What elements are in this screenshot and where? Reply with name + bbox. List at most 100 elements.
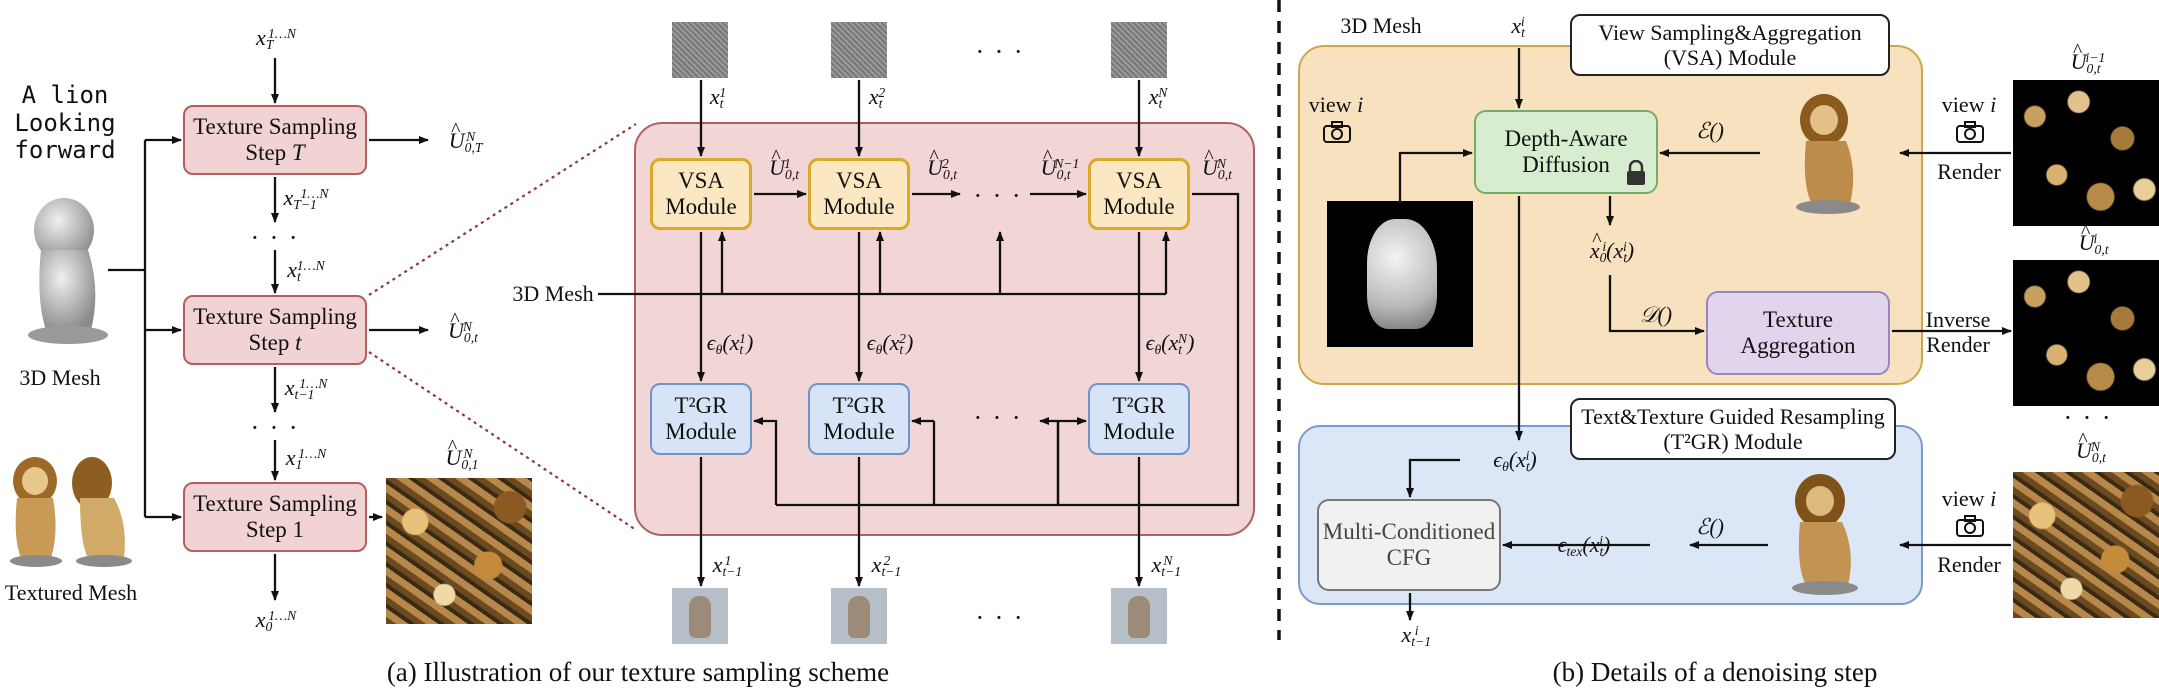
label-x-t-N-in: xtN [1148,84,1168,112]
step-t-var: t [295,330,302,355]
render-lion-bottom [1792,474,1858,595]
ellipsis-vsa: · · · [973,181,1023,210]
mesh-label: 3D Mesh [19,365,101,390]
ellipsis-bottom: · · · [975,603,1025,632]
label-eps-2: ϵθ(xt2) [866,330,914,358]
arrow-eps-cfg [1406,458,1460,498]
label-x-out-N: xt−1N [1151,552,1182,580]
label-U-2-mid: U0,t2 [927,146,957,182]
camera-icon-bottom [1956,515,1984,537]
step-t-line2: Step [248,330,296,355]
ellipsis-1: · · · [250,223,300,252]
final-texture-map [386,478,532,624]
ellipsis-t2gr: · · · [973,403,1023,432]
t2gr-module-2: T²GR Module [808,383,910,455]
step-T-line1: Texture Sampling [193,113,357,139]
feedback-bus [776,192,1240,507]
prompt-line-1: A lion [21,81,109,109]
label-U-N-1-mid: U0,tN−1 [1041,146,1080,182]
step-t-line1: Texture Sampling [193,303,357,329]
label-U-T: U0,TN [449,119,483,155]
label-U-N-mid: U0,tN [1202,146,1232,182]
t2gr-module-1: T²GR Module [650,383,752,455]
label-U-i-1: U0,ti−1 [2071,40,2106,76]
mesh-label-mid: 3D Mesh [512,281,594,306]
zoom-line-bottom [368,351,637,531]
caption-b: (b) Details of a denoising step [1552,657,1878,687]
partial-texture-i-1 [2013,80,2159,226]
output-thumb-1 [672,588,728,644]
zoom-line-top [368,123,637,296]
output-thumb-N [1111,588,1167,644]
label-U-i: U0,ti [2079,221,2109,257]
output-thumb-2 [831,588,887,644]
label-x-t-1: xt−11…N [284,375,328,403]
prompt-text: A lion Looking forward [10,81,120,165]
lock-icon [1627,160,1645,185]
vsa-module-N: VSA Module [1088,158,1190,230]
label-eps-tex: ϵtex(xti) [1557,532,1611,560]
label-x-t-1-in: xt1 [709,84,727,112]
step-T-line2: Step [245,140,292,165]
noise-input-N [1111,22,1167,78]
label-U-1-mid: U0,t1 [769,146,799,182]
render-label-top: Render [1937,159,2001,184]
vsa-module-2: VSA Module [808,158,910,230]
noise-input-2 [831,22,887,78]
vsa-module-title: View Sampling&Aggregation (VSA) Module [1570,14,1890,76]
render-lion-top [1796,94,1860,214]
dec-label: 𝒟() [1639,302,1673,327]
partial-texture-i [2013,260,2159,406]
textured-lion-side [72,457,132,567]
ellipsis-top: · · · [975,37,1025,66]
label-eps-N: ϵθ(xtN) [1145,330,1195,358]
arrow-feedback-t2gr1 [753,417,778,505]
inverse-render-label: Inverse Render [1925,306,1991,357]
prompt-line-3: forward [14,136,116,165]
label-x-T-1: xT−11…N [283,185,329,213]
label-x-t-2-in: xt2 [868,84,886,112]
texture-aggregation: Texture Aggregation [1706,291,1890,375]
label-eps-1: ϵθ(xt1) [706,330,754,358]
step-1-line2: Step 1 [245,517,305,542]
vsa-module-1: VSA Module [650,158,752,230]
ellipsis-2: · · · [250,413,300,442]
t2gr-module-title: Text&Texture Guided Resampling (T²GR) Mo… [1570,398,1896,460]
textured-lion-front [10,457,62,567]
denoise-mesh-label: 3D Mesh [1340,13,1422,38]
label-x0-hat: x0i(xti) [1590,229,1634,265]
label-x-out-1: xt−11 [712,552,743,580]
depth-map-image [1327,201,1473,347]
label-x-out-2: xt−12 [871,552,902,580]
label-x-t-i: xti [1511,13,1525,41]
render-label-bottom: Render [1937,552,2001,577]
label-U-N-right: U0,tN [2076,429,2106,465]
ellipsis-right: · · · [2063,403,2113,432]
noise-input-1 [672,22,728,78]
label-x-0: x01…N [255,607,297,635]
step-T-var: T [291,140,305,165]
view-label-bottom: view i [1941,486,1997,511]
multi-conditioned-cfg: Multi-Conditioned CFG [1317,499,1501,591]
prompt-line-2: Looking [14,108,116,137]
step-1-line1: Texture Sampling [193,490,357,516]
caption-a: (a) Illustration of our texture sampling… [386,657,890,687]
enc-label-top: ℰ() [1696,118,1724,143]
arrow-depth-diffusion [1398,149,1473,201]
enc-label-bottom: ℰ() [1696,514,1724,539]
view-label-top: view i [1941,92,1997,117]
label-x-T: xT1…N [256,25,296,53]
arrow-x0-aggregation [1608,275,1705,335]
textured-mesh-label: Textured Mesh [4,580,138,605]
label-x-t-1-i: xt−1i [1401,622,1432,650]
camera-icon-top [1956,121,1984,143]
mesh-lion-image [28,198,108,344]
full-texture-N [2013,472,2159,618]
label-U-t: U0,tN [448,309,478,345]
t2gr-module-N: T²GR Module [1088,383,1190,455]
